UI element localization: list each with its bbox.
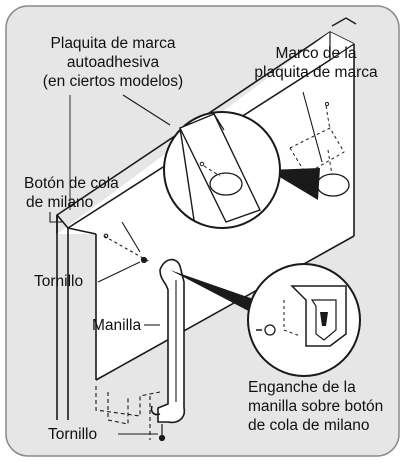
plate-frame-line-1: Marco de la: [275, 45, 357, 62]
hook-caption-line-2: manilla sobre botón: [248, 398, 384, 415]
handle-icon: [150, 258, 186, 424]
handle-label: Manilla: [92, 317, 142, 334]
screw-top-label: Tornillo: [34, 273, 84, 290]
magnifier-callout-bottom: [170, 263, 361, 377]
brand-plate-line-1: Plaquita de marca: [50, 35, 176, 52]
plate-frame-dashed: [289, 101, 350, 197]
dovetail-line-1: Botón de cola: [24, 175, 119, 192]
screw-bottom-label: Tornillo: [48, 426, 98, 443]
magnifier-callout-icon: [163, 111, 320, 229]
leader-lines: [49, 91, 323, 435]
brand-plate-line-3: (en ciertos modelos): [42, 73, 184, 90]
plate-frame-line-2: plaquita de marca: [254, 64, 378, 81]
hook-caption-line-3: de cola de milano: [248, 417, 370, 434]
dovetail-line-2: de milano: [26, 194, 94, 211]
dovetail-button-icon: [103, 233, 151, 263]
brand-plate-line-2: autoadhesiva: [66, 54, 160, 71]
plate-frame-label: Marco de la plaquita de marca: [246, 44, 386, 82]
hook-caption: Enganche de la manilla sobre botón de co…: [248, 378, 383, 435]
brand-plate-label: Plaquita de marca autoadhesiva (en ciert…: [28, 34, 198, 91]
dovetail-button-label: Botón de cola de milano: [24, 174, 119, 212]
hidden-lines: [95, 386, 161, 440]
hook-caption-line-1: Enganche de la: [248, 379, 356, 396]
